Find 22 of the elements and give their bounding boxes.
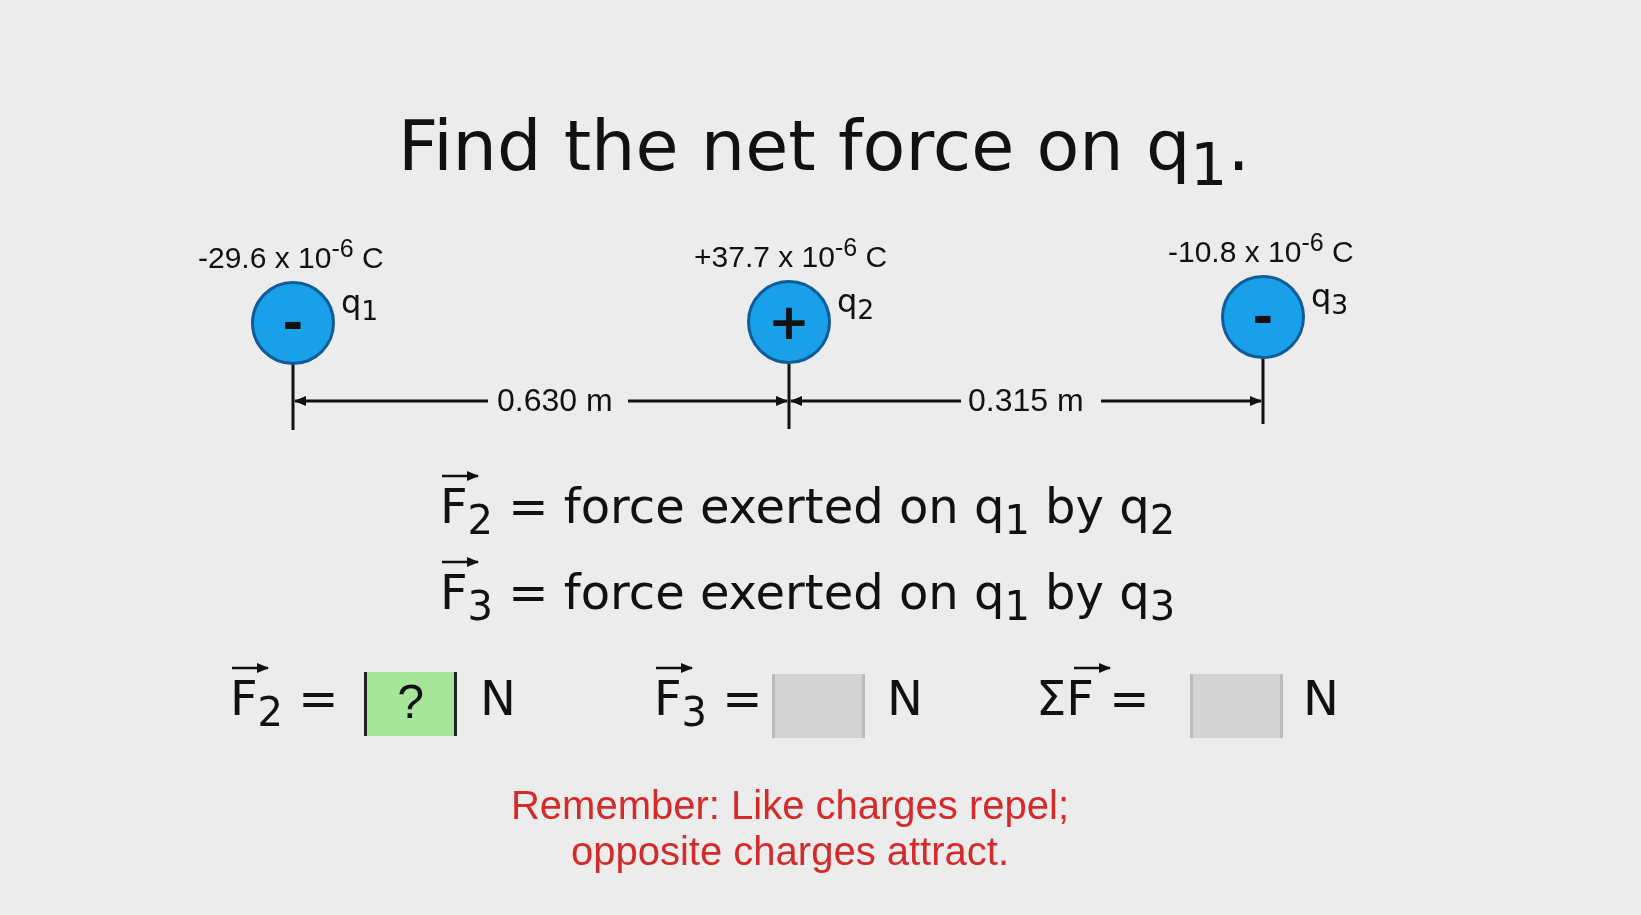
- definition-text: F$_{2}$ = force exerted on q$_{1}$ by q$_{2}$: [440, 480, 1176, 542]
- unit-text: N: [1303, 672, 1339, 725]
- charge-value: -29.6 x 10$^{-6}$ C: [198, 235, 384, 274]
- charge-name: q$_{3}$: [1311, 279, 1349, 320]
- charge-name: q$_{1}$: [341, 285, 379, 326]
- charge-sign: -: [282, 294, 304, 352]
- equation-text: ΣF =: [1036, 672, 1150, 725]
- charge-sign: +: [768, 293, 810, 351]
- answer-box: ?: [364, 672, 457, 736]
- unit-text: N: [480, 672, 516, 725]
- definition-text: F$_{3}$ = force exerted on q$_{1}$ by q$_{3}$: [440, 566, 1176, 628]
- unit-text: N: [887, 672, 923, 725]
- equation-text: F$_{3}$ =: [654, 672, 763, 734]
- charge-value: +37.7 x 10$^{-6}$ C: [694, 234, 888, 273]
- charge-value: -10.8 x 10$^{-6}$ C: [1168, 229, 1354, 268]
- note-text: Remember: Like charges repel; opposite charges attract.: [510, 782, 1070, 874]
- charge-name: q$_{2}$: [837, 284, 875, 325]
- dimension-label: 0.315 m: [968, 383, 1084, 419]
- equation-text: F$_{2}$ =: [230, 672, 339, 734]
- charge-sign: -: [1252, 288, 1274, 346]
- dimension-label: 0.630 m: [497, 383, 613, 419]
- title: Find the net force on q$_{1}$.: [398, 108, 1250, 198]
